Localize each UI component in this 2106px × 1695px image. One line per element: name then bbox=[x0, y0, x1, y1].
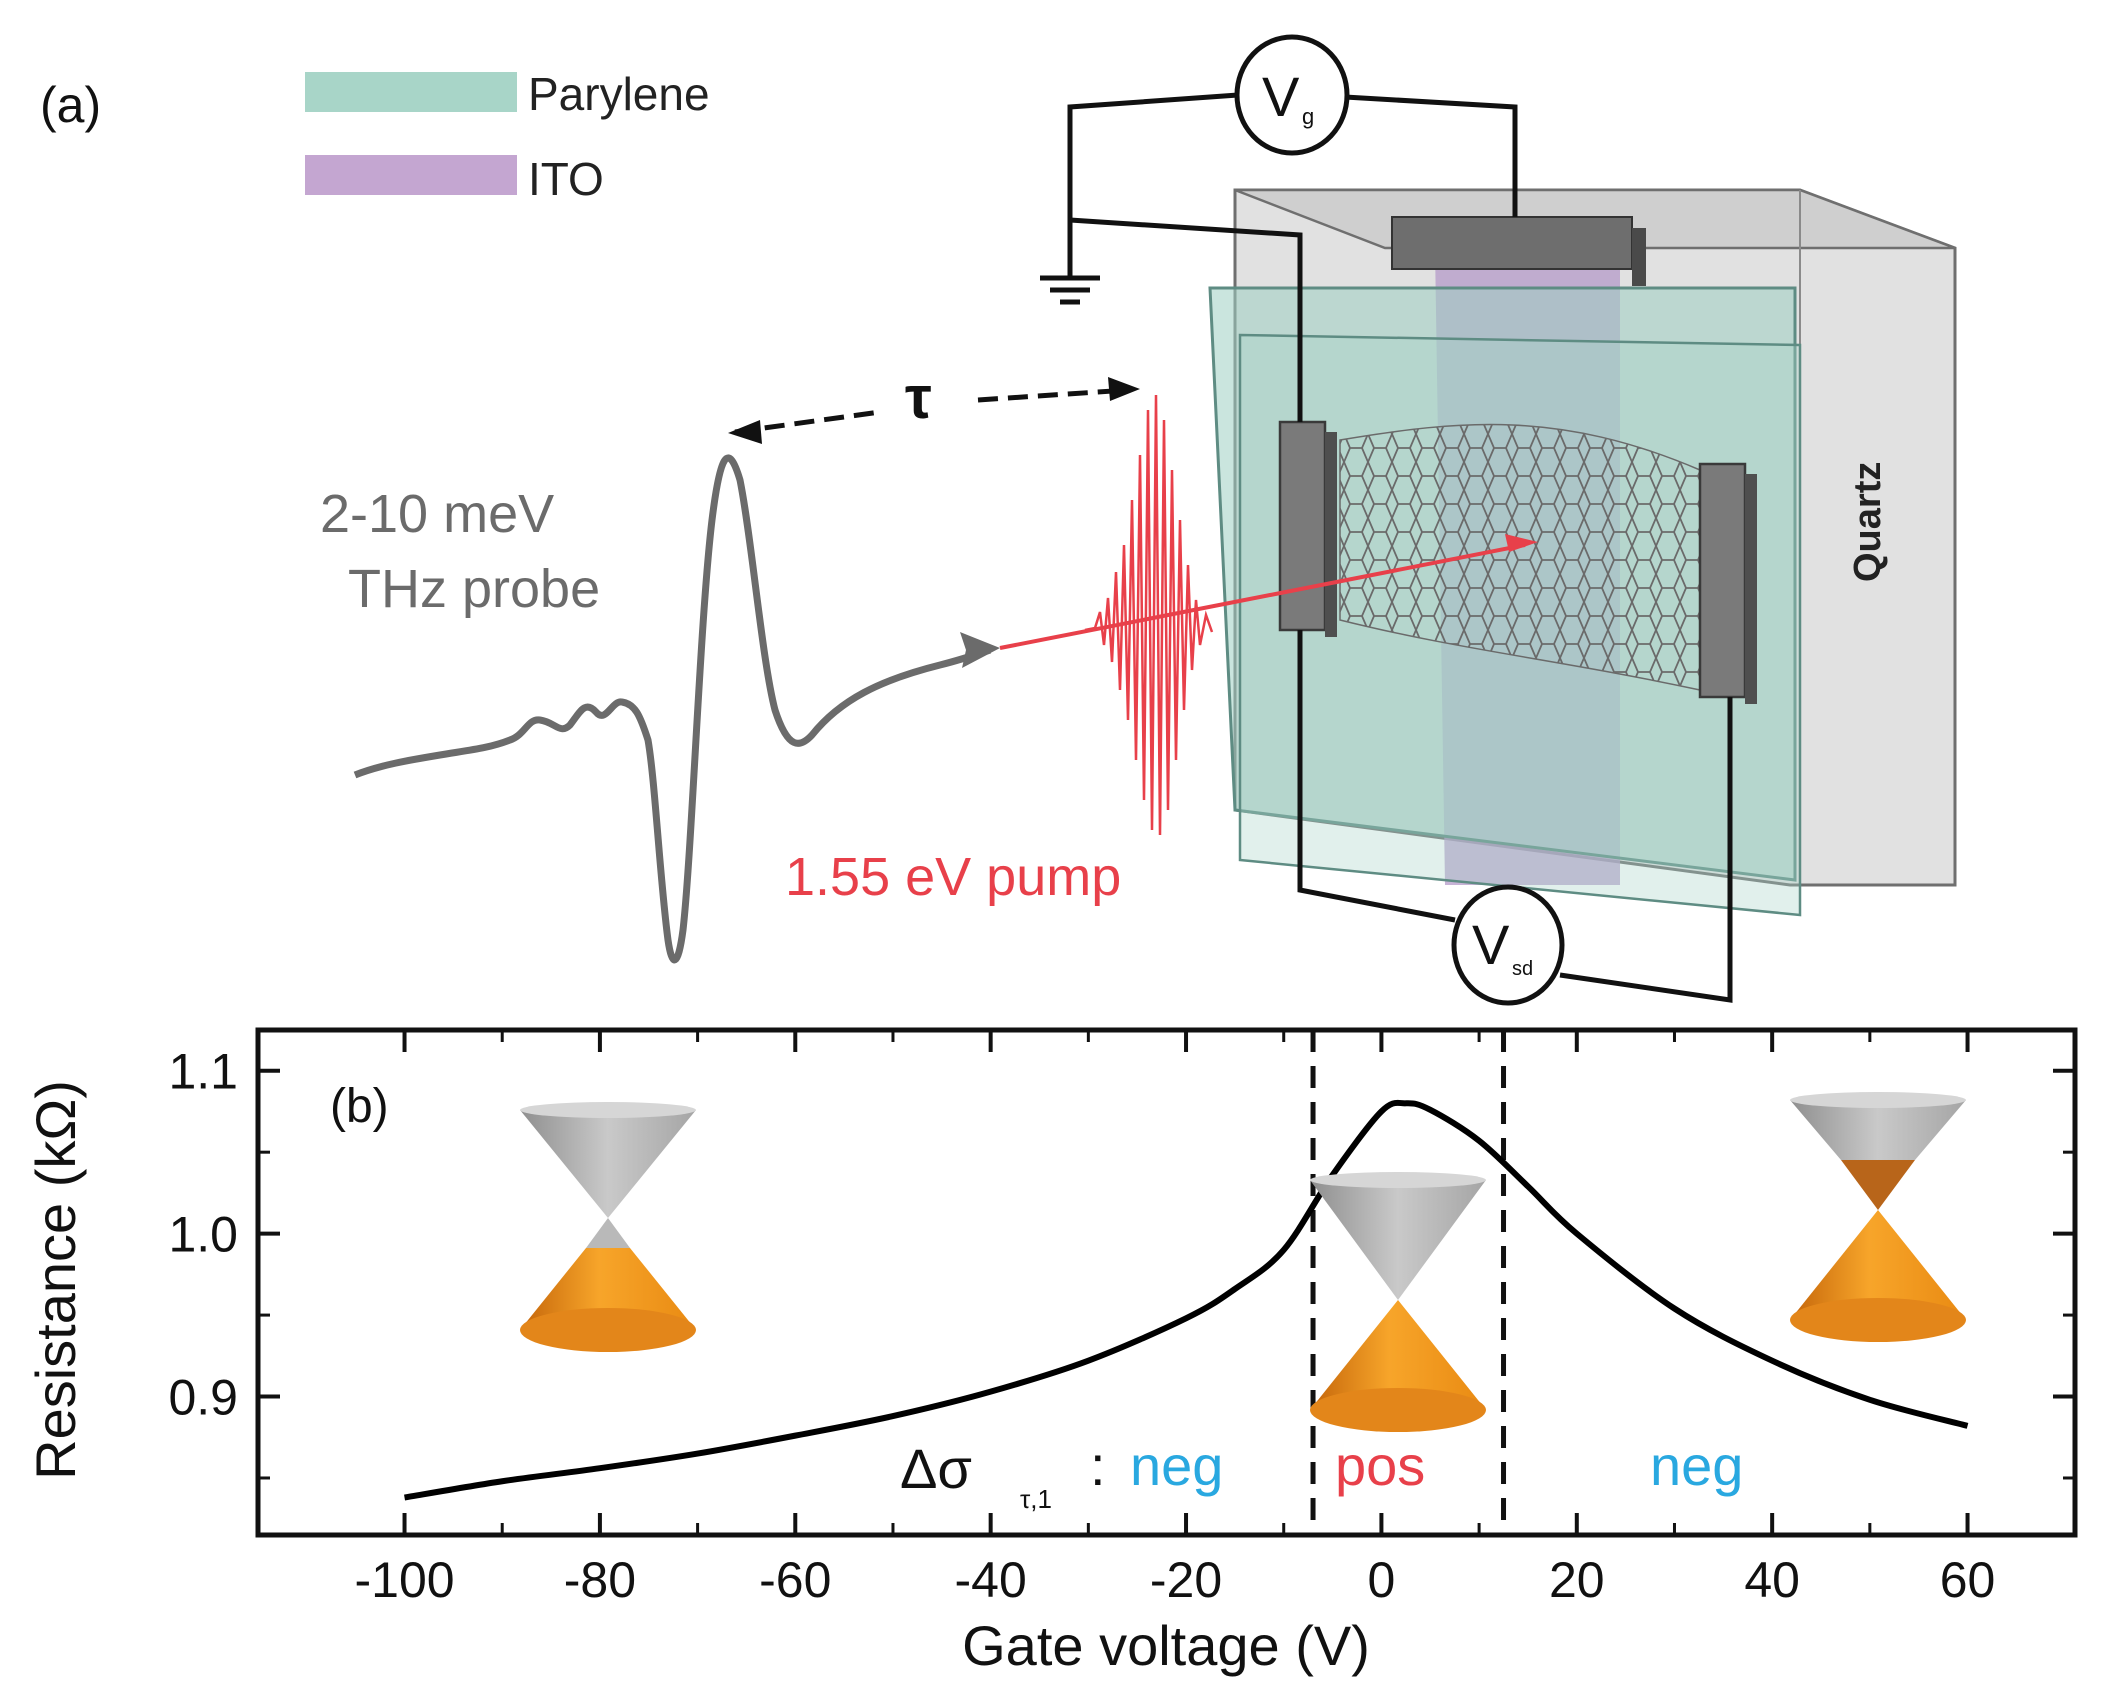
x-tick-label: 20 bbox=[1549, 1552, 1605, 1608]
legend: Parylene ITO bbox=[305, 68, 710, 205]
sd-wire-right bbox=[1559, 697, 1733, 1003]
panel-a-label: (a) bbox=[40, 77, 101, 133]
y-tick-label: 1.0 bbox=[168, 1207, 238, 1263]
gate-electrode bbox=[1391, 216, 1633, 270]
annotation-subscript: τ,1 bbox=[1020, 1484, 1052, 1514]
delay-label: τ bbox=[905, 364, 932, 431]
cone-right-lower bbox=[1790, 1210, 1966, 1320]
cone-right-upper-filled bbox=[1841, 1160, 1915, 1210]
source-contact bbox=[1278, 420, 1327, 632]
probe-label-line2: THz probe bbox=[348, 559, 600, 619]
cone-center-lower bbox=[1310, 1300, 1486, 1410]
gate-wire-right bbox=[1344, 94, 1518, 217]
annotation-symbol: Δσ bbox=[900, 1437, 972, 1500]
sd-voltmeter-sub: sd bbox=[1512, 958, 1533, 980]
cone-left-lower-empty bbox=[586, 1218, 630, 1248]
gate-wire-left bbox=[1067, 92, 1239, 280]
resistance-curve bbox=[404, 1099, 1969, 1501]
cone-center-upper-rim bbox=[1310, 1172, 1486, 1188]
cone-center-upper bbox=[1310, 1180, 1486, 1300]
y-axis-ticks: 0.9 1.0 1.1 bbox=[168, 1044, 2075, 1480]
legend-label-parylene: Parylene bbox=[528, 68, 710, 120]
gate-electrode-side bbox=[1632, 228, 1646, 286]
y-axis-label: Resistance (kΩ) bbox=[24, 1080, 87, 1480]
gate-voltmeter-circle bbox=[1234, 34, 1350, 156]
sd-wire-left bbox=[1297, 630, 1456, 923]
sd-voltmeter: V sd bbox=[1451, 884, 1565, 1006]
delay-arrow-line-right bbox=[977, 387, 1129, 403]
region-label-pos: pos bbox=[1335, 1434, 1425, 1497]
circuit-wiring bbox=[1040, 92, 1733, 1003]
x-tick-label: 40 bbox=[1744, 1552, 1800, 1608]
x-tick-label: -20 bbox=[1150, 1552, 1222, 1608]
region-label-neg-left: neg bbox=[1130, 1434, 1223, 1497]
panel-b: (b) -100 -80 -60 -40 -20 0 20 40 60 0.9 1.0 1.1 Ga… bbox=[24, 1027, 2078, 1677]
probe-label-line1: 2-10 meV bbox=[320, 484, 554, 544]
ground-wire bbox=[1069, 217, 1303, 422]
dirac-cone-center bbox=[1310, 1172, 1486, 1432]
x-axis-ticks: -100 -80 -60 -40 -20 0 20 40 60 bbox=[354, 1030, 1995, 1608]
cone-left-upper bbox=[520, 1110, 696, 1218]
cone-left-upper-rim bbox=[520, 1102, 696, 1118]
drain-contact bbox=[1698, 462, 1747, 699]
plot-frame bbox=[255, 1027, 2078, 1538]
x-axis-label: Gate voltage (V) bbox=[962, 1614, 1370, 1677]
x-tick-label: -80 bbox=[564, 1552, 636, 1608]
drain-contact-side bbox=[1745, 474, 1757, 704]
delay-arrowhead-right bbox=[1108, 377, 1140, 401]
panel-b-label: (b) bbox=[330, 1080, 389, 1133]
dirac-cone-left bbox=[520, 1102, 696, 1352]
annotation-colon: : bbox=[1090, 1434, 1106, 1497]
delay-arrowhead-left bbox=[728, 420, 762, 444]
legend-swatch-parylene bbox=[305, 72, 517, 112]
legend-swatch-ito bbox=[305, 155, 517, 195]
gate-voltmeter-sub: g bbox=[1302, 104, 1314, 129]
panel-a: (a) Parylene ITO bbox=[40, 34, 1957, 1006]
pump-pulse bbox=[1084, 394, 1214, 836]
quartz-label: Quartz bbox=[1847, 462, 1889, 582]
pump-beam bbox=[999, 543, 1526, 650]
gate-voltmeter: V g bbox=[1234, 34, 1350, 156]
x-tick-label: 0 bbox=[1368, 1552, 1396, 1608]
cone-right-base bbox=[1790, 1298, 1966, 1342]
x-tick-label: -100 bbox=[354, 1552, 454, 1608]
sd-voltmeter-label: V bbox=[1472, 913, 1510, 976]
y-tick-label: 0.9 bbox=[168, 1370, 238, 1426]
device: Quartz bbox=[1208, 188, 1957, 917]
legend-label-ito: ITO bbox=[528, 153, 604, 205]
sd-voltmeter-circle bbox=[1451, 884, 1565, 1006]
cone-left-base bbox=[520, 1308, 696, 1352]
x-tick-label: 60 bbox=[1940, 1552, 1996, 1608]
cone-right-upper-empty bbox=[1790, 1100, 1966, 1160]
probe-arrowhead bbox=[960, 632, 1000, 668]
delay-arrow-line-left bbox=[734, 409, 881, 435]
y-tick-label: 1.1 bbox=[168, 1044, 238, 1100]
cone-center-base bbox=[1310, 1388, 1486, 1432]
x-tick-label: -60 bbox=[759, 1552, 831, 1608]
x-tick-label: -40 bbox=[955, 1552, 1027, 1608]
source-contact-side bbox=[1325, 432, 1337, 637]
pump-arrowhead bbox=[1505, 534, 1538, 552]
gate-voltmeter-label: V bbox=[1262, 65, 1300, 128]
region-label-neg-right: neg bbox=[1650, 1434, 1743, 1497]
pump-label: 1.55 eV pump bbox=[785, 847, 1121, 907]
dirac-cone-right bbox=[1790, 1092, 1966, 1342]
region-dividers bbox=[1310, 1030, 1507, 1535]
cone-left-lower-filled bbox=[520, 1248, 696, 1330]
delay-arrow: τ bbox=[728, 364, 1140, 444]
cone-right-upper-rim bbox=[1790, 1092, 1966, 1108]
thz-probe-waveform bbox=[353, 454, 992, 964]
photoconductivity-annotation: Δσ τ,1 : neg pos neg bbox=[900, 1434, 1743, 1514]
